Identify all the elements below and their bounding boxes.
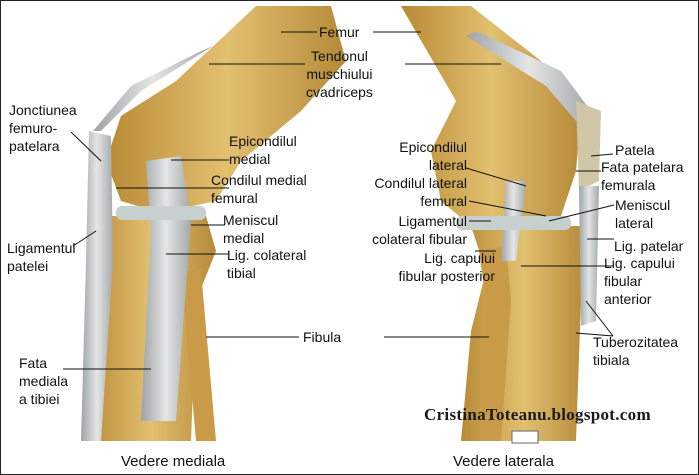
label-medial-tibia-surface: Fata mediala a tibiei bbox=[19, 355, 69, 407]
label-patellar-ligament-lateral: Lig. patelar bbox=[614, 238, 684, 254]
label-quadriceps-tendon: Tendonul muschiului cvadriceps bbox=[306, 48, 373, 100]
label-medial-condyle: Condilul medial femural bbox=[211, 172, 307, 206]
lateral-meniscus bbox=[456, 216, 571, 230]
label-lateral-meniscus: Meniscul lateral bbox=[615, 197, 671, 231]
label-medial-meniscus: Meniscul medial bbox=[223, 212, 279, 246]
tibial-collateral-ligament bbox=[141, 156, 191, 421]
label-medial-epicondyle: Epicondilul medial bbox=[229, 133, 297, 167]
label-fibula: Fibula bbox=[303, 329, 342, 345]
label-patellar-ligament: Ligamentul patelei bbox=[7, 240, 76, 274]
label-tibial-tuberosity: Tuberozitatea tibiala bbox=[593, 334, 679, 368]
watermark: CristinaToteanu.blogspot.com bbox=[424, 405, 651, 424]
signature-stamp bbox=[511, 430, 539, 444]
label-patella: Patela bbox=[615, 142, 655, 158]
patella-lateral bbox=[576, 101, 601, 191]
fibula-bone-lateral bbox=[479, 246, 511, 441]
patellar-ligament-lateral bbox=[579, 186, 599, 326]
fibula-bone-medial bbox=[181, 271, 216, 441]
label-femoral-patellar-surface: Fata patelara femurala bbox=[601, 159, 684, 193]
medial-view-knee bbox=[81, 6, 346, 441]
label-tibial-collateral-ligament: Lig. colateral tibial bbox=[227, 247, 307, 281]
medial-meniscus bbox=[116, 206, 206, 220]
label-femur: Femur bbox=[319, 24, 360, 40]
patellar-ligament-medial bbox=[81, 131, 113, 441]
caption-medial-view: Vedere mediala bbox=[121, 453, 226, 470]
label-fibular-collateral-ligament: Ligamentul colateral fibular bbox=[372, 213, 467, 247]
label-femoropatellar-joint: Jonctiunea femuro- patelara bbox=[9, 102, 77, 154]
label-anterior-fibular-head-ligament: Lig. capului fibular anterior bbox=[604, 255, 675, 307]
caption-lateral-view: Vedere laterala bbox=[453, 453, 554, 470]
lateral-view-knee bbox=[401, 6, 601, 441]
quadriceps-tendon-lateral bbox=[466, 31, 591, 121]
label-lateral-epicondyle: Epicondilul lateral bbox=[399, 139, 467, 173]
quadriceps-tendon-medial bbox=[93, 46, 213, 131]
label-posterior-fibular-head-ligament: Lig. capului fibular posterior bbox=[398, 250, 496, 284]
label-lateral-condyle: Condilul lateral femural bbox=[374, 175, 467, 209]
leader-lines bbox=[63, 31, 615, 370]
